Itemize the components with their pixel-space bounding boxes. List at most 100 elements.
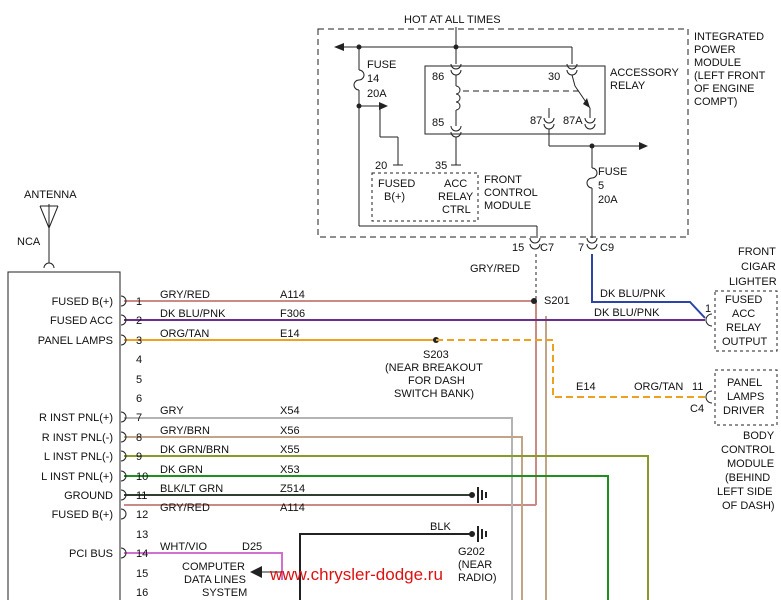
- svg-text:G202: G202: [458, 546, 485, 558]
- svg-text:ACC: ACC: [732, 308, 755, 320]
- radio-pin-number: 13: [136, 529, 148, 541]
- radio-pin-label: FUSED ACC: [50, 315, 113, 327]
- svg-text:CTRL: CTRL: [442, 204, 471, 216]
- wire-color-label: BLK/LT GRN: [160, 483, 223, 495]
- circuit-code-label: A114: [280, 502, 305, 514]
- wire-color-label: GRY/RED: [160, 502, 210, 514]
- pin-86-label: 86: [432, 71, 444, 83]
- svg-text:RELAY: RELAY: [438, 191, 474, 203]
- svg-text:MODULE: MODULE: [694, 57, 741, 69]
- fuse-14-symbol: [353, 69, 365, 91]
- connector-87a-icon: [584, 117, 596, 124]
- arrow-left-icon: [250, 566, 262, 578]
- radio-pin-number: 1: [136, 296, 142, 308]
- pin-30-label: 30: [548, 71, 560, 83]
- svg-text:(NEAR: (NEAR: [458, 559, 492, 571]
- radio-pin-number: 12: [136, 509, 148, 521]
- svg-text:LEFT SIDE: LEFT SIDE: [717, 486, 772, 498]
- svg-text:DRIVER: DRIVER: [723, 405, 765, 417]
- circuit-code-label: D25: [242, 541, 262, 553]
- svg-text:FRONT: FRONT: [738, 246, 776, 258]
- front-cigar-lighter-label: FRONT CIGAR LIGHTER: [729, 246, 777, 288]
- fused-acc-relay-output-box: [714, 290, 778, 352]
- connector-87-icon: [543, 117, 555, 124]
- pin-11-label: 11: [692, 381, 703, 393]
- pin-87-label: 87: [530, 115, 542, 127]
- radio-pin-number: 10: [136, 471, 148, 483]
- svg-text:(LEFT FRONT: (LEFT FRONT: [694, 70, 766, 82]
- ipm-dashed-box: [317, 28, 689, 238]
- wire-gry-pin7: [124, 417, 513, 600]
- fcm-pin-20: 20: [375, 160, 387, 172]
- wire-color-label: WHT/VIO: [160, 541, 207, 553]
- svg-text:PANEL: PANEL: [727, 377, 762, 389]
- antenna-label: ANTENNA: [24, 189, 77, 201]
- svg-text:S203: S203: [423, 349, 449, 361]
- circuit-code-label: X53: [280, 464, 300, 476]
- wire-dk-blu-from-c9: [591, 254, 706, 319]
- radio-pin-number: 4: [136, 354, 142, 366]
- connector-86-icon: [450, 63, 462, 70]
- radio-pin-number: 6: [136, 393, 142, 405]
- nca-label: NCA: [17, 236, 41, 248]
- svg-text:B(+): B(+): [384, 191, 405, 203]
- svg-text:FRONT: FRONT: [484, 174, 522, 186]
- radio-pin-label: R INST PNL(-): [42, 432, 113, 444]
- antenna-icon: [39, 204, 59, 269]
- svg-text:POWER: POWER: [694, 44, 736, 56]
- dk-blu-pnk-label-1: DK BLU/PNK: [600, 288, 666, 300]
- radio-pin-label: PANEL LAMPS: [38, 335, 113, 347]
- gry-red-label: GRY/RED: [470, 263, 520, 275]
- fcm-pin-35: 35: [435, 160, 447, 172]
- pin-connector-icon: [120, 450, 127, 462]
- pin-connector-icon: [120, 334, 127, 346]
- svg-text:MODULE: MODULE: [727, 458, 774, 470]
- radio-pin-label: FUSED B(+): [52, 509, 113, 521]
- svg-text:CONTROL: CONTROL: [484, 187, 538, 199]
- c7-connector-label: C7: [540, 242, 554, 254]
- svg-text:OUTPUT: OUTPUT: [722, 336, 768, 348]
- svg-text:ACCESSORY: ACCESSORY: [610, 67, 680, 79]
- circuit-code-label: X55: [280, 444, 300, 456]
- svg-text:SYSTEM: SYSTEM: [202, 587, 247, 599]
- svg-text:FUSE: FUSE: [367, 59, 396, 71]
- fuse-14-label: FUSE 14 20A: [367, 59, 396, 100]
- pin-connector-icon: [120, 295, 127, 307]
- svg-text:CONTROL: CONTROL: [721, 444, 775, 456]
- g202-label: G202 (NEAR RADIO): [458, 546, 497, 584]
- fcm-fused-label: FUSED B(+): [378, 178, 415, 203]
- wire-color-label: GRY/BRN: [160, 425, 210, 437]
- radio-pin-row: 4: [136, 354, 142, 366]
- radio-pin-row: 16: [136, 587, 148, 599]
- radio-pin-number: 5: [136, 374, 142, 386]
- pin-connector-icon: [120, 314, 127, 326]
- radio-pin-number: 8: [136, 432, 142, 444]
- wire-color-label: GRY: [160, 405, 184, 417]
- computer-data-lines-label: COMPUTER DATA LINES SYSTEM: [182, 561, 247, 599]
- hot-at-all-times-label: HOT AT ALL TIMES: [404, 14, 501, 26]
- svg-text:14: 14: [367, 73, 379, 85]
- svg-text:LIGHTER: LIGHTER: [729, 276, 777, 288]
- svg-text:FOR DASH: FOR DASH: [408, 375, 465, 387]
- radio-pin-row: 6: [136, 393, 142, 405]
- c9-connector-label: C9: [600, 242, 614, 254]
- splice-s201-dot: [531, 298, 537, 304]
- circuit-code-label: X54: [280, 405, 300, 417]
- pin-connector-icon: [120, 431, 127, 443]
- svg-text:COMPT): COMPT): [694, 96, 737, 108]
- svg-text:RELAY: RELAY: [610, 80, 646, 92]
- relay-coil-icon: [455, 85, 461, 111]
- pin-connector-icon: [120, 411, 127, 423]
- circuit-code-label: F306: [280, 308, 305, 320]
- radio-pin-number: 2: [136, 315, 142, 327]
- wire-dk-grn-brn-pin9: [124, 455, 649, 600]
- svg-text:FUSE: FUSE: [598, 166, 627, 178]
- connector-c7-icon: [529, 237, 541, 244]
- wire-color-label: GRY/RED: [160, 289, 210, 301]
